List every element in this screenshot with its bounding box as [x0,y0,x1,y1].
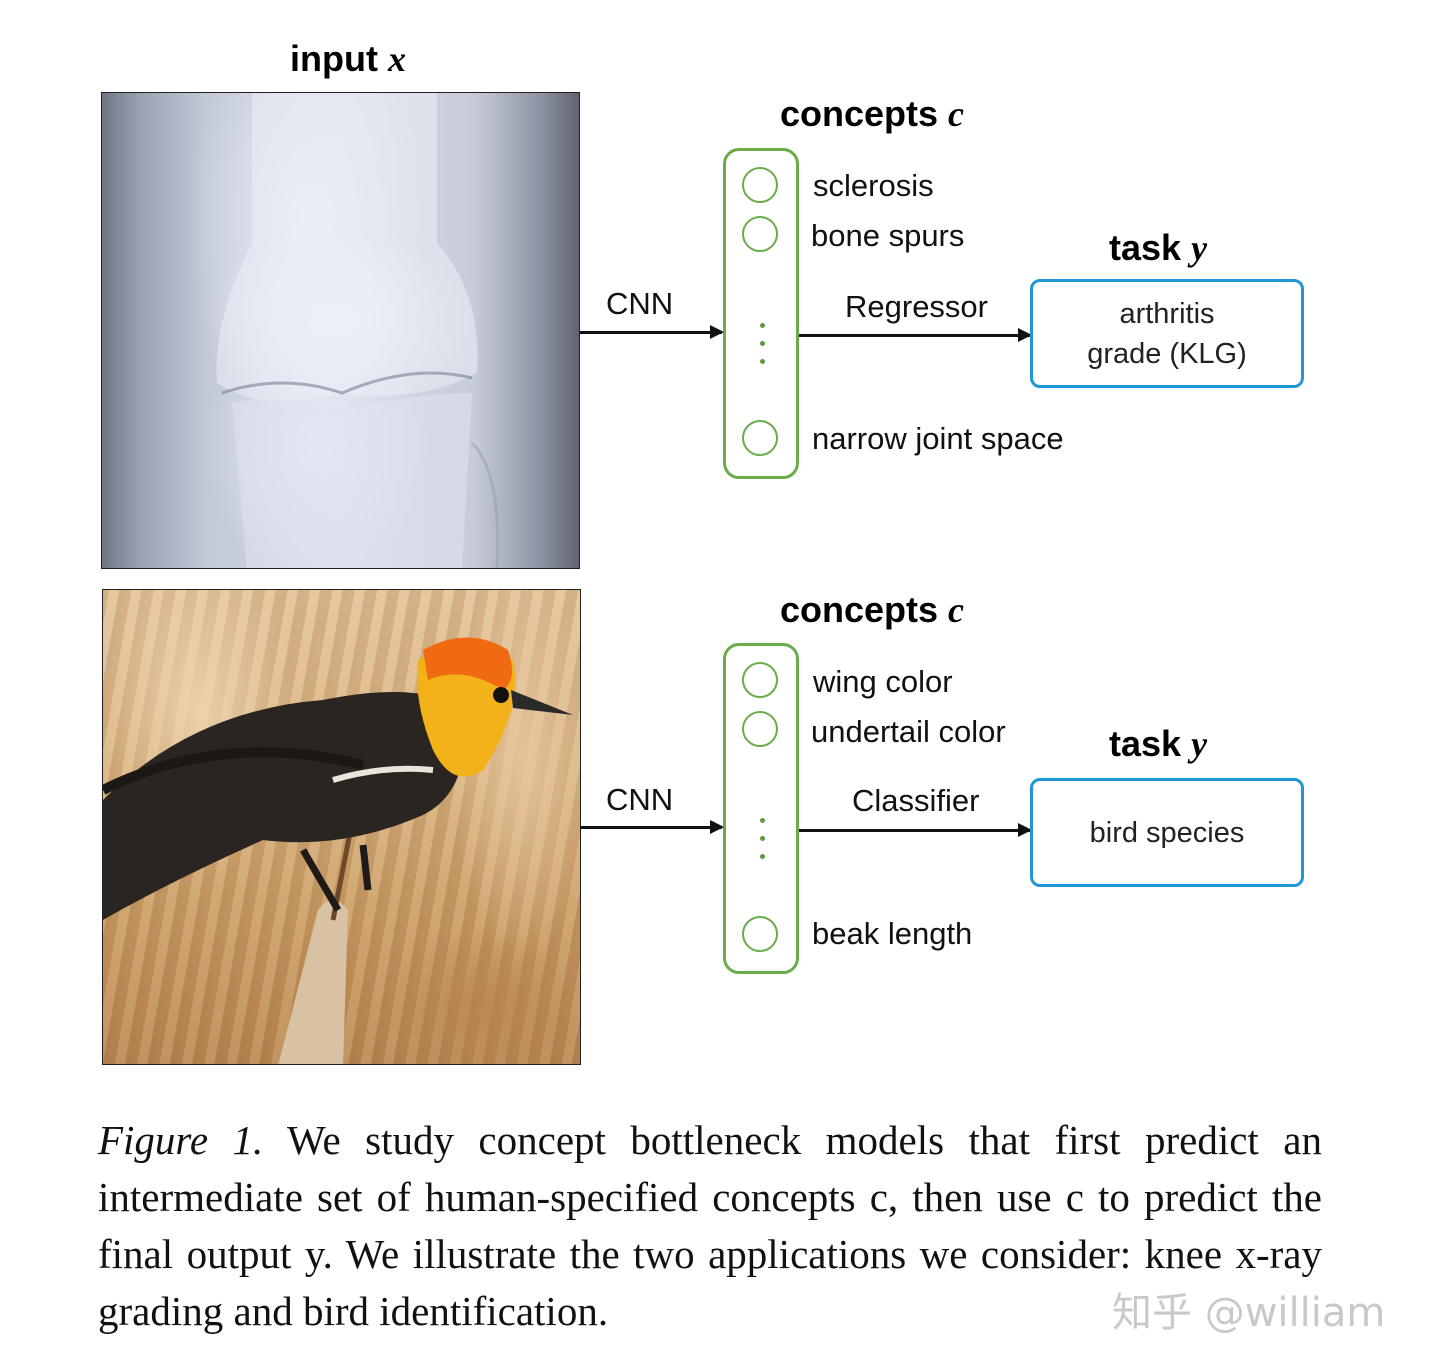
concept-bottleneck-box-knee [723,148,799,479]
ellipsis-dot [760,341,765,346]
concept-node [742,711,778,747]
ellipsis-dot [760,323,765,328]
knee-xray-image [101,92,580,569]
concept-node [742,420,778,456]
input-header: input x [290,38,406,80]
ellipsis-dot [760,854,765,859]
ellipsis-dot [760,836,765,841]
concept-label: sclerosis [813,168,934,203]
task-line: grade (KLG) [1087,337,1247,370]
concept-bottleneck-box-bird [723,643,799,974]
concept-label: wing color [813,664,953,699]
watermark: 知乎 @william [1112,1290,1386,1336]
concept-node [742,216,778,252]
classifier-label: Classifier [852,783,980,818]
concept-node [742,916,778,952]
task-line: arthritis [1119,297,1215,330]
task-header-bird: task y [1109,723,1207,765]
concept-label: narrow joint space [812,421,1064,456]
concept-label: beak length [812,916,973,951]
bird-drawing [103,637,573,1064]
concept-label: bone spurs [811,218,965,253]
bird-photo [102,589,581,1065]
input-header-var: x [387,39,406,79]
concepts-header-var: c [948,590,965,630]
knee-xray-drawing [216,93,500,568]
task-header-text: task [1109,723,1192,764]
caption-label: Figure 1. [98,1117,264,1163]
ellipsis-dot [760,818,765,823]
concepts-header-text: concepts [780,589,949,630]
regressor-arrow [799,328,1032,342]
task-header-knee: task y [1109,227,1207,269]
ellipsis-dot [760,359,765,364]
classifier-arrow [799,823,1032,837]
caption-text: We study concept bottleneck models that … [98,1117,1322,1334]
concept-label: undertail color [811,714,1006,749]
cnn-arrow [580,820,724,834]
cnn-label: CNN [606,286,674,321]
concept-node [742,662,778,698]
input-header-text: input [290,38,388,79]
concepts-header-bird: concepts c [780,589,964,631]
task-header-var: y [1191,228,1208,268]
concepts-header-knee: concepts c [780,93,964,135]
concepts-header-text: concepts [780,93,949,134]
task-header-var: y [1191,724,1208,764]
task-line: bird species [1089,816,1245,849]
cnn-label: CNN [606,782,674,817]
task-box-bird: bird species [1030,778,1304,887]
concepts-header-var: c [948,94,965,134]
task-box-knee: arthritis grade (KLG) [1030,279,1304,388]
figure-caption: Figure 1. We study concept bottleneck mo… [98,1112,1322,1340]
cnn-arrow [580,325,724,339]
task-header-text: task [1109,227,1192,268]
regressor-label: Regressor [845,289,988,324]
concept-node [742,167,778,203]
